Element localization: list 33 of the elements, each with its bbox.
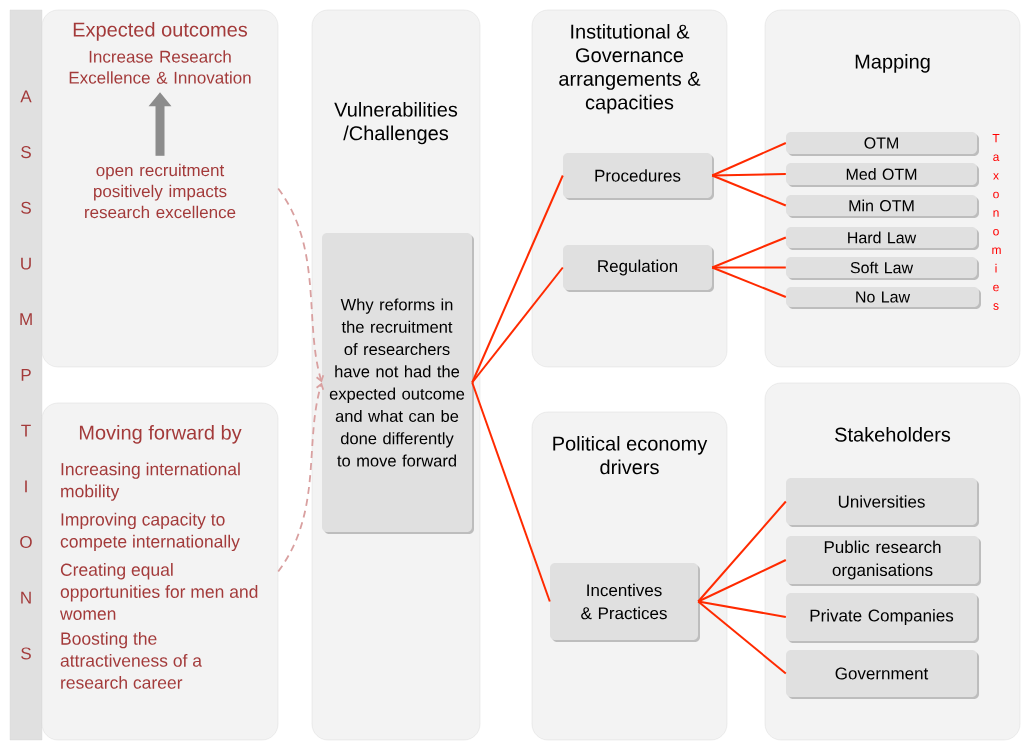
connector-line — [711, 173, 787, 177]
process-box: Incentives & Practices — [550, 563, 700, 642]
connector-line — [711, 266, 787, 269]
dashed-arrow — [277, 382, 325, 573]
connector-line — [697, 559, 787, 603]
process-box: OTM — [786, 132, 979, 156]
connector-line — [711, 266, 787, 298]
vertical-label: T a x o n o m i e s — [992, 134, 1001, 310]
process-box: Min OTM — [786, 195, 979, 218]
column-panel: Moving forward by Increasing international mobility Improving capacity to compete internationally Creating equal opportunities for men and women Boosting the attractiveness of a research career — [41, 402, 279, 741]
connector-line — [711, 174, 787, 207]
process-box: Regulation — [563, 245, 714, 292]
process-box: Why reforms in the recruitment of researchers have not had the expected outcome and what can be done differently to move forward — [322, 233, 474, 534]
process-box: Med OTM — [786, 163, 979, 187]
connector-line — [471, 266, 564, 384]
connector-line — [697, 500, 787, 603]
process-box: Public research organisations — [786, 536, 981, 586]
process-box: Soft Law — [786, 257, 979, 280]
connector-line — [711, 236, 787, 269]
connector-line — [711, 142, 787, 177]
connector-line — [697, 600, 787, 618]
outcome-text: Increase Research Excellence & Innovation — [69, 50, 251, 84]
process-box: Universities — [786, 478, 979, 527]
process-box: Private Companies — [786, 593, 979, 643]
connector-line — [471, 381, 551, 603]
outcome-text: open recruitment positively impacts research excellence — [85, 163, 236, 219]
process-box: Procedures — [563, 153, 714, 200]
side-bar: A S S U M P T I O N S — [9, 9, 43, 741]
connector-line — [697, 600, 787, 675]
process-box: Government — [786, 650, 979, 699]
dashed-arrow — [277, 187, 325, 383]
process-box: No Law — [786, 287, 981, 309]
process-box: Hard Law — [786, 227, 979, 250]
